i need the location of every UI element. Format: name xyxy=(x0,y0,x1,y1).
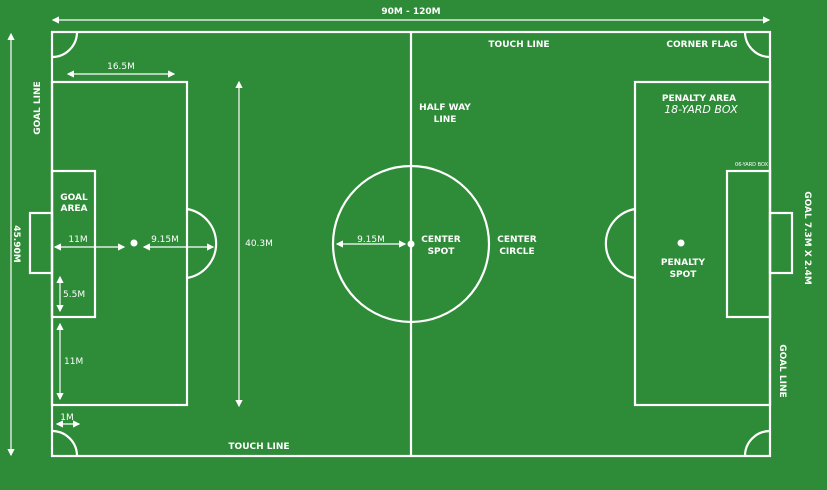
center-spot-label-1: CENTER xyxy=(421,235,461,245)
halfway-label-2: LINE xyxy=(434,115,457,125)
arc-radius-label: 9.15M xyxy=(151,235,179,245)
right-penalty-spot xyxy=(677,239,685,247)
length-label: 90M - 120M xyxy=(381,7,440,17)
corner-arc-bottom-right xyxy=(743,429,771,457)
corner-flag-label: CORNER FLAG xyxy=(666,40,737,50)
touch-line-top-label: TOUCH LINE xyxy=(488,40,549,50)
left-penalty-spot xyxy=(130,239,138,247)
halfway-label-1: HALF WAY xyxy=(419,103,471,113)
18-yard-box-label: 18-YARD BOX xyxy=(664,103,738,116)
corner-arc-top-left xyxy=(51,31,79,59)
left-goal xyxy=(28,211,54,275)
goal-line-right-label: GOAL LINE xyxy=(777,344,787,397)
penalty-box-width-label: 16.5M xyxy=(107,62,135,72)
goal-line-left-label: GOAL LINE xyxy=(33,81,43,134)
center-circle-label-2: CIRCLE xyxy=(499,247,534,257)
corner-arc-bottom-left xyxy=(51,429,79,457)
penalty-spot-label-1: PENALTY xyxy=(661,258,706,268)
penalty-area-label: PENALTY AREA xyxy=(662,94,736,104)
corner-radius-label: 1M xyxy=(60,413,74,423)
center-spot-label-2: SPOT xyxy=(428,247,456,257)
right-goal xyxy=(768,211,794,275)
penalty-box-height-label: 40.3M xyxy=(245,239,273,249)
penalty-spot-label-2: SPOT xyxy=(670,270,698,280)
side-11m-label: 11M xyxy=(64,357,83,367)
goal-area-label-1: GOAL xyxy=(60,193,88,203)
left-penalty-arc xyxy=(186,207,218,280)
goal-area-depth-label: 5.5M xyxy=(63,290,85,300)
center-spot xyxy=(407,240,415,248)
corner-arc-top-right xyxy=(743,31,771,59)
center-radius-label: 9.15M xyxy=(357,235,385,245)
center-circle-label-1: CENTER xyxy=(497,235,537,245)
right-penalty-arc xyxy=(604,207,636,280)
goal-size-label: GOAL 7.3M X 2.4M xyxy=(802,191,812,285)
penalty-spot-distance-label: 11M xyxy=(68,235,87,245)
touch-line-bottom-label: TOUCH LINE xyxy=(228,442,289,452)
6-yard-box-label: 06-YARD BOX xyxy=(735,162,769,168)
goal-area-label-2: AREA xyxy=(60,204,87,214)
width-label: 45.90M xyxy=(11,225,21,262)
center-circle xyxy=(331,164,491,324)
